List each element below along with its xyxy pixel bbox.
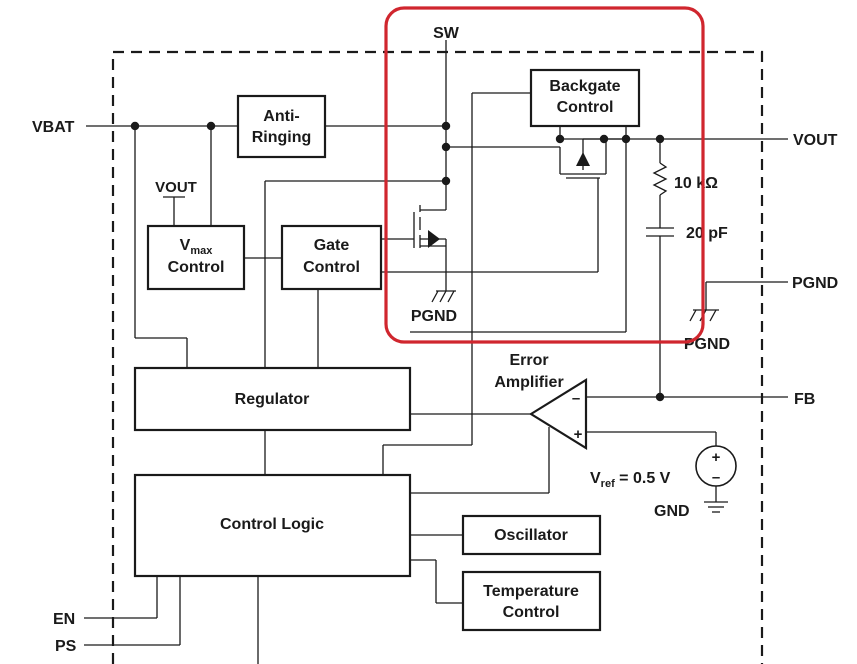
backgate-control-block: Backgate Control bbox=[529, 68, 641, 128]
pin-vbat: VBAT bbox=[32, 119, 75, 136]
anti-ringing-label-1: Anti- bbox=[263, 108, 299, 125]
label-resistor: 10 kΩ bbox=[674, 175, 718, 192]
label-vref: Vref = 0.5 V bbox=[590, 470, 671, 490]
pin-en: EN bbox=[53, 611, 75, 628]
label-error-amp-2: Amplifier bbox=[494, 374, 563, 391]
oscillator-label: Oscillator bbox=[494, 527, 568, 544]
backgate-label-2: Control bbox=[557, 99, 614, 116]
vmax-control-block: Vmax Control bbox=[146, 224, 246, 291]
gate-control-block: Gate Control bbox=[280, 224, 383, 291]
pin-sw: SW bbox=[433, 25, 460, 42]
junctions bbox=[130, 121, 665, 402]
label-vout-internal: VOUT bbox=[155, 179, 197, 196]
vmax-label-2: Control bbox=[168, 259, 225, 276]
oscillator-block: Oscillator bbox=[461, 514, 602, 556]
anti-ringing-block: Anti- Ringing bbox=[236, 94, 327, 159]
pin-vout: VOUT bbox=[793, 132, 838, 149]
nmos-arrow bbox=[428, 230, 440, 248]
control-logic-block: Control Logic bbox=[133, 473, 412, 578]
label-capacitor: 20 pF bbox=[686, 225, 728, 242]
error-amplifier: – + bbox=[528, 378, 588, 450]
label-error-amp-1: Error bbox=[509, 352, 548, 369]
gate-label-1: Gate bbox=[314, 237, 350, 254]
temperature-label-2: Control bbox=[503, 604, 560, 621]
amp-plus: + bbox=[574, 426, 583, 443]
highlight-box bbox=[384, 6, 705, 344]
anti-ringing-label-2: Ringing bbox=[252, 129, 312, 146]
temperature-control-block: Temperature Control bbox=[461, 570, 602, 632]
pin-ps: PS bbox=[55, 638, 77, 655]
temperature-label-1: Temperature bbox=[483, 583, 579, 600]
label-pgnd-feedback: PGND bbox=[684, 336, 730, 353]
vmax-label-1: Vmax bbox=[180, 237, 214, 257]
control-logic-label: Control Logic bbox=[220, 516, 324, 533]
chip-boundary bbox=[111, 50, 764, 664]
pmos-diode-arrow bbox=[576, 152, 590, 166]
vref-source: + – bbox=[695, 445, 737, 487]
regulator-block: Regulator bbox=[133, 366, 412, 432]
regulator-label: Regulator bbox=[235, 391, 310, 408]
gate-label-2: Control bbox=[303, 259, 360, 276]
label-gnd: GND bbox=[654, 503, 690, 520]
pin-pgnd: PGND bbox=[792, 275, 838, 292]
pin-fb: FB bbox=[794, 391, 815, 408]
amp-minus: – bbox=[572, 390, 580, 407]
label-pgnd-mosfet: PGND bbox=[411, 308, 457, 325]
vref-plus: + bbox=[712, 449, 721, 466]
vref-minus: – bbox=[712, 469, 720, 486]
backgate-label-1: Backgate bbox=[549, 78, 620, 95]
